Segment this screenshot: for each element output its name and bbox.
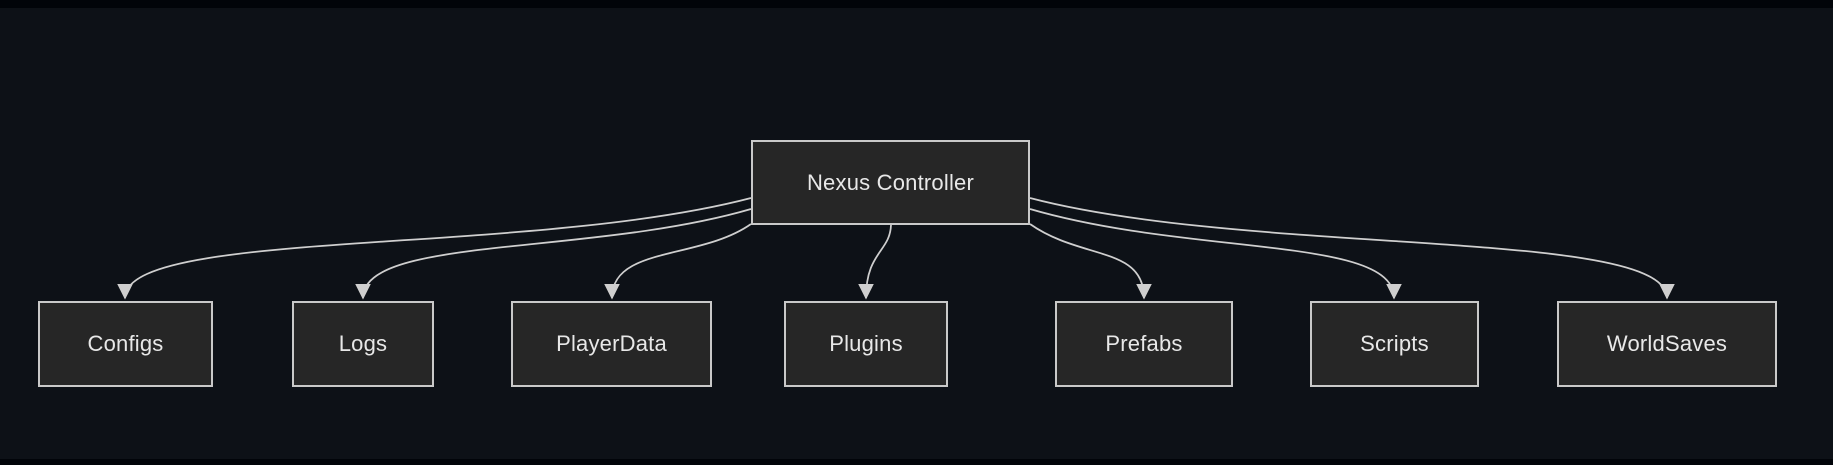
diagram-canvas: Nexus Controller Configs Logs PlayerData…: [0, 8, 1833, 459]
node-configs: Configs: [38, 301, 213, 387]
node-label: PlayerData: [556, 331, 667, 356]
edge-nexus-to-plugins: [858, 224, 892, 300]
node-label: WorldSaves: [1606, 331, 1728, 356]
node-scripts: Scripts: [1310, 301, 1479, 387]
edge-nexus-to-playerdata: [604, 223, 752, 300]
edge-nexus-to-prefabs: [1029, 223, 1152, 300]
edge-layer: [117, 197, 1675, 300]
node-label: Prefabs: [1105, 331, 1183, 356]
node-logs: Logs: [292, 301, 434, 387]
node-plugins: Plugins: [784, 301, 948, 387]
node-label: Logs: [338, 331, 388, 356]
node-worldsaves: WorldSaves: [1557, 301, 1777, 387]
node-label: Plugins: [829, 331, 903, 356]
node-label: Nexus Controller: [806, 169, 975, 195]
edge-nexus-to-scripts: [1029, 208, 1402, 300]
edge-nexus-to-logs: [355, 208, 752, 300]
node-nexus-controller: Nexus Controller: [751, 140, 1030, 225]
node-prefabs: Prefabs: [1055, 301, 1233, 387]
node-playerdata: PlayerData: [511, 301, 712, 387]
node-label: Scripts: [1360, 331, 1429, 356]
edge-nexus-to-worldsaves: [1029, 197, 1675, 300]
edge-nexus-to-configs: [117, 197, 752, 300]
node-label: Configs: [87, 331, 164, 356]
